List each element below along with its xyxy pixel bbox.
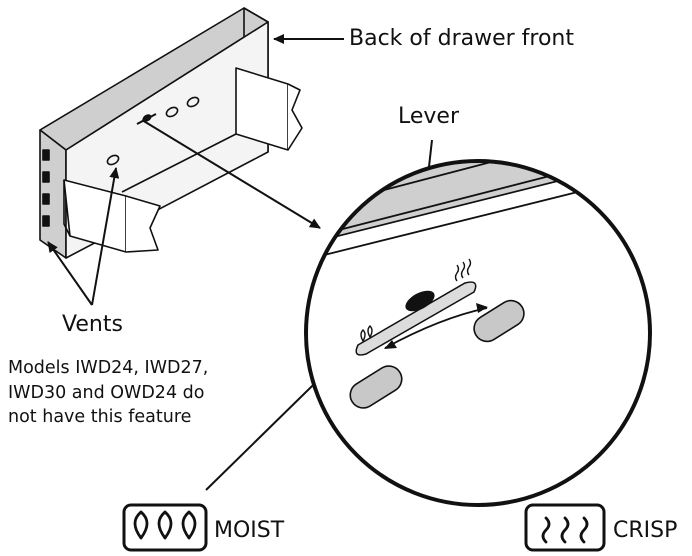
drawer-front-label: Back of drawer front [349, 26, 574, 51]
moist-label: MOIST [214, 518, 285, 543]
lever-label: Lever [398, 104, 460, 129]
crisp-icon [524, 503, 606, 552]
crisp-label: CRISP [613, 518, 678, 543]
direction-arrow [384, 307, 488, 349]
zoom-circle [304, 159, 652, 507]
arrow-vent-2 [91, 167, 120, 306]
arrow-vent-1 [47, 241, 93, 306]
vent-large-left [349, 365, 403, 409]
lever-knob [405, 290, 435, 312]
moist-mini-symbol [360, 325, 373, 343]
models-note: Models IWD24, IWD27, IWD30 and OWD24 do … [8, 356, 270, 430]
lever-slot [355, 281, 477, 356]
models-note-line-3: not have this feature [8, 407, 192, 427]
vent-small-1 [106, 154, 120, 166]
arrow-to-zoom [141, 119, 321, 229]
models-note-line-2: IWD30 and OWD24 do [8, 382, 205, 403]
side-rail-left [42, 149, 50, 227]
vent-small-3 [186, 96, 200, 108]
vent-small-2 [165, 106, 179, 118]
drawer-front-illustration [39, 7, 303, 259]
moist-icon [122, 503, 208, 552]
models-note-line-1: Models IWD24, IWD27, [8, 358, 209, 378]
vents-label: Vents [62, 312, 123, 337]
vent-large-right [473, 299, 525, 343]
crisp-mini-symbol [454, 258, 472, 282]
